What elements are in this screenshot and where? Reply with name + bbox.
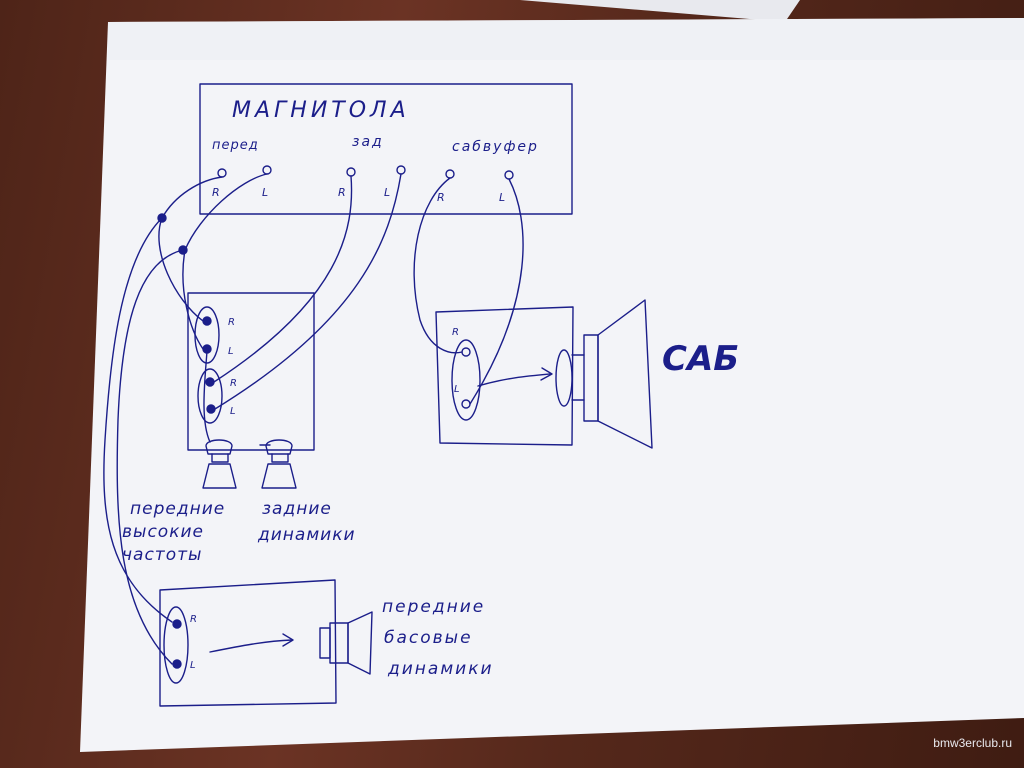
- sub-amp-l-label: L: [454, 384, 460, 395]
- wire-tweeter-feed: [203, 350, 211, 443]
- bass-amp-box: [159, 579, 337, 707]
- front-r-channel: R: [212, 186, 220, 199]
- bass-amp-r-label: R: [190, 614, 197, 625]
- front-bass-label-line-3: динамики: [387, 659, 494, 679]
- wire-sub-l-to-amp: [469, 178, 524, 405]
- sub-amp-box: [435, 306, 574, 446]
- wire-front-l-to-bass-amp: [116, 249, 184, 665]
- sub-amp-r-label: R: [452, 327, 459, 338]
- front-bass-label-line-2: басовые: [384, 628, 473, 648]
- rear-label: зад: [352, 134, 384, 150]
- sub-signal-arrow: [477, 373, 551, 387]
- bass-signal-arrow: [209, 639, 293, 653]
- bass-amp-l-label: L: [190, 660, 196, 671]
- head-unit-box: [199, 83, 573, 215]
- front-rear-amp-box: [187, 292, 315, 451]
- tweeter-left-dome: [205, 439, 233, 455]
- tweeters-label-line-2: высокие: [122, 522, 204, 542]
- tweeter-left-cone: [202, 463, 237, 489]
- front-label: перед: [212, 138, 259, 153]
- rear-speaker-body: [271, 453, 289, 463]
- amp1-l-label: L: [228, 346, 234, 357]
- rear-speaker-cone: [261, 463, 297, 489]
- rear-r-channel: R: [338, 186, 346, 199]
- amp1-r2-label: R: [230, 378, 237, 389]
- sub-input-oval: [451, 339, 481, 421]
- rear-speaker-dome: [265, 439, 293, 455]
- paper-sheet: [80, 18, 1024, 752]
- paper-corner-behind: [520, 0, 800, 22]
- head-unit-title: МАГНИТОЛА: [232, 98, 410, 123]
- wire-rear-r-to-amp: [213, 175, 353, 383]
- front-l-channel: L: [262, 186, 268, 199]
- rear-input-oval: [197, 368, 223, 424]
- front-bass-label-line-1: передние: [382, 597, 485, 617]
- bass-amp-r-jack: [172, 619, 182, 629]
- rear-speakers-label-line-2: динамики: [257, 525, 356, 545]
- bass-amp-l-jack: [172, 659, 182, 669]
- bass-input-oval: [163, 606, 189, 684]
- amp1-rear-l-jack: [206, 404, 216, 414]
- sub-arrow-head: [540, 367, 553, 381]
- wire-sub-r-to-amp: [413, 177, 463, 354]
- watermark: bmw3erclub.ru: [933, 736, 1012, 750]
- amp1-r-label: R: [228, 317, 235, 328]
- amp1-front-r-jack: [202, 316, 212, 326]
- tweeters-label-line-1: передние: [130, 499, 225, 519]
- rear-speakers-label-line-1: задние: [262, 499, 332, 519]
- amp1-rear-r-jack: [205, 377, 215, 387]
- tweeter-left-body: [211, 453, 229, 463]
- bass-speaker-cone: [347, 611, 373, 675]
- sub-label-head: сабвуфер: [452, 139, 539, 155]
- amp1-l2-label: L: [230, 406, 236, 417]
- sub-l-channel: L: [499, 191, 505, 204]
- bass-arrow-head: [282, 633, 294, 647]
- wire-rear-l-to-amp: [214, 173, 402, 410]
- sub-speaker-cone: [597, 299, 653, 449]
- paper-shade: [108, 18, 1024, 60]
- rear-l-channel: L: [384, 186, 390, 199]
- sub-speaker-cone-face: [555, 349, 573, 407]
- sub-r-channel: R: [437, 191, 445, 204]
- tweeters-label-line-3: частоты: [122, 545, 202, 565]
- sub-speaker-label: САБ: [662, 339, 739, 379]
